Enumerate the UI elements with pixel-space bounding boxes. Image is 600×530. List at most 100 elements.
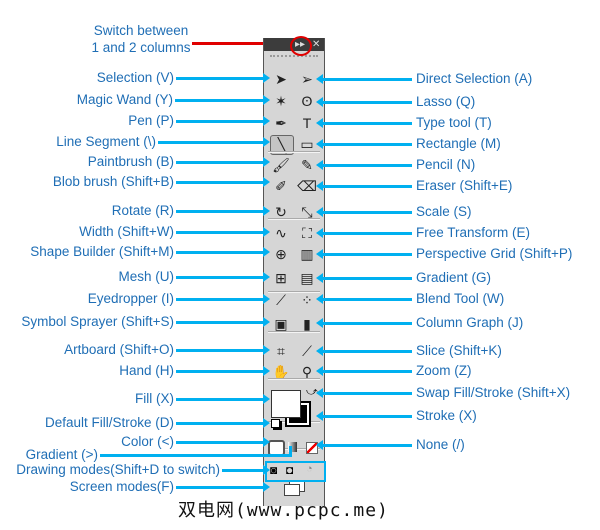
left-callout: Hand (H) [0, 363, 270, 379]
left-callout: Fill (X) [0, 391, 270, 407]
artboard-icon[interactable]: ⌗ [277, 343, 285, 359]
arrow-head-icon [263, 95, 270, 105]
blob-brush-icon[interactable]: ✐ [275, 178, 287, 194]
right-callout: Scale (S) [316, 204, 472, 220]
tool-label: Stroke (X) [416, 408, 477, 423]
type-icon[interactable]: T [302, 115, 312, 131]
right-callout: Blend Tool (W) [316, 291, 504, 307]
pen-icon[interactable]: ✒ [275, 115, 287, 131]
shape-builder-icon[interactable]: ⊕ [275, 246, 287, 262]
arrow-line [323, 231, 412, 235]
arrow-head-icon [316, 207, 323, 217]
magic-wand-icon[interactable]: ✶ [275, 93, 287, 109]
tool-label: Blend Tool (W) [416, 291, 505, 306]
arrow-head-icon [263, 418, 270, 428]
tool-label: Line Segment (\) [56, 134, 156, 149]
perspective-grid-icon[interactable]: ▥ [300, 246, 314, 262]
free-transform-icon[interactable]: ⛶ [302, 225, 312, 241]
left-callout: Gradient (>) [0, 447, 100, 463]
tool-label: Screen modes(F) [69, 479, 174, 494]
arrow-line [323, 321, 412, 325]
direct-selection-tool-icon[interactable]: ➢ [301, 71, 313, 87]
pencil-icon[interactable]: ✎ [301, 157, 313, 173]
arrow-line [323, 142, 412, 146]
divider [268, 331, 320, 333]
tool-label: Fill (X) [135, 391, 174, 406]
arrow-head-icon [263, 247, 270, 257]
arrow-head-icon [316, 97, 323, 107]
arrow-line [323, 443, 412, 447]
panel-grip[interactable] [270, 55, 318, 57]
tool-label: Magic Wand (Y) [76, 92, 173, 107]
left-callout: Symbol Sprayer (Shift+S) [0, 314, 270, 330]
paintbrush-icon[interactable]: 🖌 [272, 157, 290, 173]
drawing-modes-highlight [265, 461, 326, 482]
arrow-head-icon [263, 206, 270, 216]
draw-behind-icon[interactable]: ◘ [286, 463, 294, 477]
mesh-icon[interactable]: ⊞ [275, 270, 287, 286]
eraser-icon[interactable]: ⌫ [297, 178, 317, 194]
arrow-line [323, 252, 412, 256]
zoom-icon[interactable]: ⚲ [301, 364, 313, 380]
lasso-icon[interactable]: ʘ [301, 93, 313, 109]
arrow-head-icon [316, 74, 323, 84]
highlight-circle [290, 36, 312, 56]
draw-inside-icon[interactable]: ◔ [306, 463, 313, 475]
arrow-line [176, 180, 263, 184]
arrow-head-icon [263, 116, 270, 126]
scale-icon[interactable]: ⤡ [301, 204, 313, 220]
draw-normal-icon[interactable]: ◙ [270, 463, 278, 477]
arrow-line [323, 391, 412, 395]
selection-tool-icon[interactable]: ➤ [275, 71, 287, 87]
caption-line-1: Switch between [93, 23, 189, 38]
eyedropper-icon[interactable]: ⟋ [276, 292, 286, 308]
arrow-line [176, 76, 263, 80]
gradient-icon[interactable]: ▤ [300, 270, 314, 286]
line-segment-icon[interactable]: ╲ [270, 135, 294, 155]
tool-label: Scale (S) [416, 204, 472, 219]
tools-panel: ▸▸ ✕ ➤➢✶ʘ✒T╲▭🖌✎✐⌫↻⤡∿⛶⊕▥⊞▤⟋⁘▣▮⌗⟋✋⚲⤻◙◘◔ [263, 38, 325, 506]
left-callout: Blob brush (Shift+B) [0, 174, 270, 190]
tool-label: Pencil (N) [416, 157, 476, 172]
arrow-line [176, 348, 263, 352]
close-icon[interactable]: ✕ [312, 39, 321, 50]
left-callout: Mesh (U) [0, 269, 270, 285]
tool-label: Blob brush (Shift+B) [52, 174, 174, 189]
blend-icon[interactable]: ⁘ [301, 292, 313, 308]
right-callout: Swap Fill/Stroke (Shift+X) [316, 385, 570, 401]
arrow-line [158, 140, 263, 144]
width-icon[interactable]: ∿ [275, 225, 287, 241]
arrow-head-icon [316, 249, 323, 259]
tool-label: Direct Selection (A) [416, 71, 533, 86]
right-callout: Zoom (Z) [316, 363, 472, 379]
arrow-line [323, 77, 412, 81]
left-callout: Drawing modes(Shift+D to switch) [0, 462, 270, 478]
tool-label: Mesh (U) [118, 269, 174, 284]
tool-label: Perspective Grid (Shift+P) [416, 246, 573, 261]
fill-swatch[interactable] [271, 390, 301, 418]
screen-modes-icon[interactable] [284, 484, 300, 496]
tool-label: Shape Builder (Shift+M) [30, 244, 174, 259]
arrow-head-icon [263, 272, 270, 282]
gradient-button[interactable] [288, 442, 297, 452]
column-graph-icon[interactable]: ▮ [303, 316, 311, 332]
tool-label: Rotate (R) [111, 203, 174, 218]
gradient-arrow-up [289, 446, 292, 456]
slice-icon[interactable]: ⟋ [302, 343, 312, 359]
right-callout: Lasso (Q) [316, 94, 475, 110]
tool-label: Hand (H) [119, 363, 174, 378]
tool-label: Default Fill/Stroke (D) [44, 415, 174, 430]
tool-label: Lasso (Q) [416, 94, 476, 109]
arrow-line [323, 276, 412, 280]
rotate-icon[interactable]: ↻ [275, 204, 287, 220]
tool-label: Swap Fill/Stroke (Shift+X) [416, 385, 571, 400]
left-callout: Eyedropper (I) [0, 291, 270, 307]
hand-icon[interactable]: ✋ [272, 364, 290, 380]
arrow-line [176, 297, 263, 301]
rectangle-icon[interactable]: ▭ [300, 136, 314, 152]
default-fill-stroke-icon[interactable] [271, 419, 280, 428]
swap-fill-stroke-icon[interactable]: ⤻ [306, 386, 318, 398]
watermark: 双电网(www.pcpc.me) [178, 500, 389, 521]
tool-label: Column Graph (J) [416, 315, 524, 330]
symbol-sprayer-icon[interactable]: ▣ [274, 316, 288, 332]
